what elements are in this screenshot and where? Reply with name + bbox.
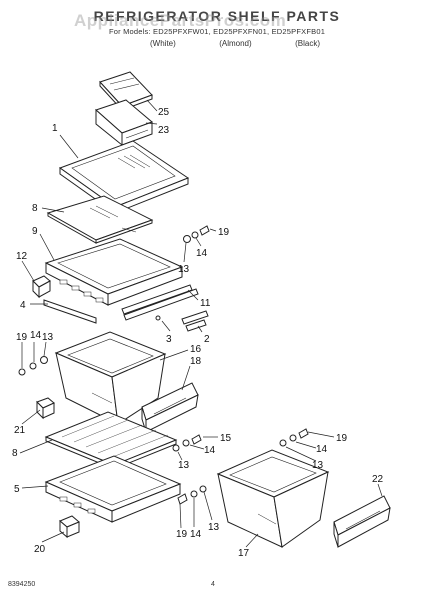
callout-16: 16 bbox=[190, 344, 202, 355]
hardware-set-left bbox=[18, 356, 48, 376]
part-4-slide-rail bbox=[43, 299, 97, 324]
callout-18: 18 bbox=[190, 356, 202, 367]
part-25-lid bbox=[99, 71, 153, 112]
callout-labels: 1 2 3 4 5 8 8 9 11 12 13 13 13 13 14 14 … bbox=[12, 107, 384, 559]
part-8-glass-panel-upper bbox=[46, 195, 154, 244]
callout-23: 23 bbox=[158, 125, 170, 136]
callout-14-a: 14 bbox=[196, 248, 208, 259]
callout-11: 11 bbox=[200, 298, 211, 309]
part-1-glass-shelf bbox=[58, 140, 190, 214]
callout-19-b: 19 bbox=[16, 332, 28, 343]
callout-8-lower: 8 bbox=[12, 448, 18, 459]
part-5-cover-frame bbox=[44, 455, 182, 523]
callout-13-a: 13 bbox=[178, 264, 190, 275]
footer-part-code: 8394250 bbox=[8, 581, 36, 588]
part-3-support-rail bbox=[123, 288, 199, 321]
callout-22: 22 bbox=[372, 474, 384, 485]
part-8-glass-panel-lower bbox=[44, 411, 178, 470]
diagram-title: REFRIGERATOR SHELF PARTS bbox=[93, 8, 341, 24]
callout-19-a: 19 bbox=[218, 227, 230, 238]
callout-14-b: 14 bbox=[30, 330, 42, 341]
callout-3: 3 bbox=[166, 334, 172, 345]
callout-17: 17 bbox=[238, 548, 250, 559]
callout-14-d: 14 bbox=[316, 444, 328, 455]
callout-4: 4 bbox=[20, 300, 26, 311]
callout-13-e: 13 bbox=[208, 522, 220, 533]
callout-20: 20 bbox=[34, 544, 46, 555]
callout-8-upper: 8 bbox=[32, 203, 38, 214]
finish-black: (Black) bbox=[295, 39, 320, 48]
watermark: AppliancePartsPros.com bbox=[74, 11, 287, 30]
part-17-crisper-drawer bbox=[216, 449, 330, 548]
callout-12: 12 bbox=[16, 251, 28, 262]
callout-2: 2 bbox=[204, 334, 210, 345]
callout-1: 1 bbox=[52, 123, 58, 134]
part-9-crisper-cover-frame bbox=[44, 238, 184, 306]
part-21-bracket bbox=[36, 397, 55, 420]
page-number: 4 bbox=[211, 581, 215, 588]
model-numbers: For Models: ED25PFXFW01, ED25PFXFN01, ED… bbox=[108, 27, 326, 36]
part-22-drawer-front bbox=[333, 495, 391, 548]
finish-labels: (White) (Almond) (Black) bbox=[150, 39, 320, 48]
callout-13-b: 13 bbox=[42, 332, 54, 343]
part-16-crisper-drawer bbox=[54, 331, 167, 425]
part-12-bracket bbox=[32, 275, 51, 299]
callout-13-c: 13 bbox=[178, 460, 190, 471]
callout-15: 15 bbox=[220, 433, 232, 444]
callout-5: 5 bbox=[14, 484, 20, 495]
callout-19-c: 19 bbox=[336, 433, 348, 444]
part-23-bin bbox=[95, 99, 153, 147]
hardware-set-bottom bbox=[177, 485, 207, 505]
callout-21: 21 bbox=[14, 425, 26, 436]
hardware-set-right-lower bbox=[279, 428, 309, 447]
finish-almond: (Almond) bbox=[219, 39, 252, 48]
callout-14-e: 14 bbox=[190, 529, 202, 540]
callout-13-d: 13 bbox=[312, 460, 324, 471]
hardware-set-center-lower bbox=[172, 434, 202, 452]
part-2-clip bbox=[181, 310, 209, 332]
callout-19-d: 19 bbox=[176, 529, 188, 540]
leader-lines bbox=[19, 99, 383, 548]
callout-25: 25 bbox=[158, 107, 170, 118]
finish-white: (White) bbox=[150, 39, 176, 48]
callout-9: 9 bbox=[32, 226, 38, 237]
callout-14-c: 14 bbox=[204, 445, 216, 456]
part-20-bracket bbox=[59, 515, 80, 539]
hardware-set-right-upper bbox=[183, 225, 210, 243]
